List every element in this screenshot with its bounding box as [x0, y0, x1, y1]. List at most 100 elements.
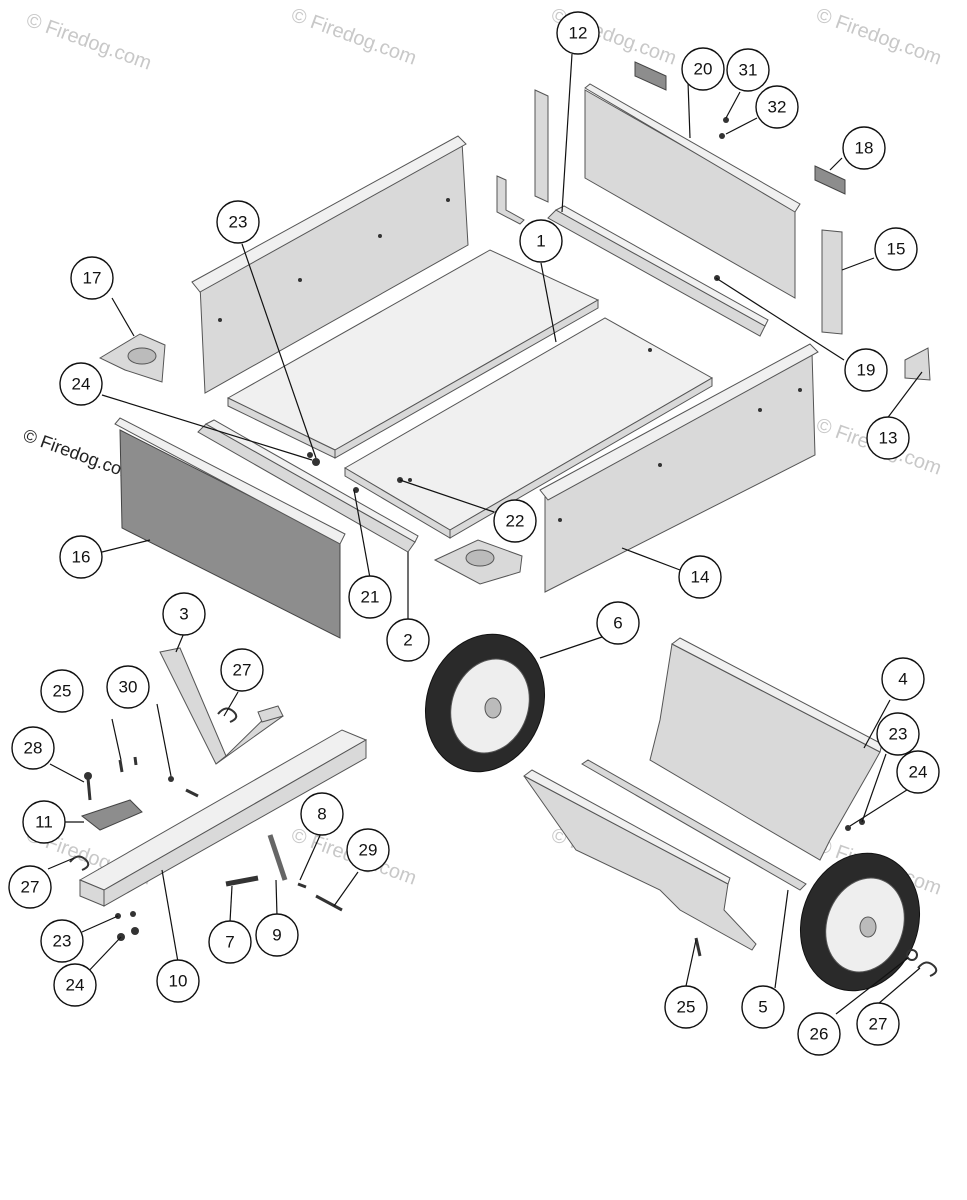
svg-text:7: 7: [225, 933, 234, 952]
svg-text:16: 16: [72, 548, 91, 567]
svg-text:1: 1: [536, 232, 545, 251]
watermark-4: © Firedog.com: [813, 4, 944, 70]
part-rear-panel: [584, 83, 801, 299]
part-left-side-panel: [191, 135, 469, 394]
svg-text:6: 6: [613, 614, 622, 633]
svg-text:27: 27: [21, 878, 40, 897]
part-tongue: [78, 729, 368, 907]
watermark-2: © Firedog.com: [288, 4, 419, 70]
svg-text:26: 26: [810, 1025, 829, 1044]
svg-text:5: 5: [758, 998, 767, 1017]
svg-text:3: 3: [179, 605, 188, 624]
callout-16: 16: [59, 535, 103, 579]
callouts: 1 2 3 4 5 6 7 8 9 10 11 12 13 14 15 16 1…: [8, 11, 940, 1056]
callout-27-left: 27: [8, 865, 52, 909]
part-handle: [159, 647, 284, 765]
callout-1: 1: [519, 219, 563, 263]
svg-text:20: 20: [694, 60, 713, 79]
callout-14: 14: [678, 555, 722, 599]
part-corner-caps: [98, 333, 523, 585]
callout-21: 21: [348, 575, 392, 619]
callout-19: 19: [844, 348, 888, 392]
callout-2: 2: [386, 618, 430, 662]
callout-13: 13: [866, 416, 910, 460]
svg-text:32: 32: [768, 98, 787, 117]
callout-4: 4: [881, 657, 925, 701]
part-front-panel: [114, 417, 346, 639]
part-right-side-panel: [539, 343, 819, 593]
callout-8: 8: [300, 792, 344, 836]
callout-3: 3: [162, 592, 206, 636]
callout-5: 5: [741, 985, 785, 1029]
callout-23-left: 23: [40, 919, 84, 963]
callout-24-left: 24: [53, 963, 97, 1007]
svg-text:24: 24: [909, 763, 928, 782]
callout-31: 31: [726, 48, 770, 92]
part-wheel-right: [799, 852, 921, 992]
svg-text:10: 10: [169, 972, 188, 991]
svg-text:27: 27: [233, 661, 252, 680]
watermark-1: © Firedog.com: [23, 9, 154, 75]
svg-text:21: 21: [361, 588, 380, 607]
part-brackets: [496, 61, 931, 381]
svg-text:23: 23: [889, 725, 908, 744]
svg-text:24: 24: [72, 375, 91, 394]
callout-11: 11: [22, 800, 66, 844]
callout-7: 7: [208, 920, 252, 964]
svg-text:31: 31: [739, 61, 758, 80]
svg-text:14: 14: [691, 568, 710, 587]
callout-22: 22: [493, 499, 537, 543]
callout-29: 29: [346, 828, 390, 872]
svg-text:19: 19: [857, 361, 876, 380]
callout-15: 15: [874, 227, 918, 271]
callout-27-handle: 27: [220, 648, 264, 692]
leader-lines: [47, 53, 923, 1015]
svg-text:4: 4: [898, 670, 907, 689]
svg-text:24: 24: [66, 976, 85, 995]
svg-text:11: 11: [35, 813, 53, 832]
svg-text:25: 25: [677, 998, 696, 1017]
svg-text:17: 17: [83, 269, 102, 288]
svg-text:30: 30: [119, 678, 138, 697]
callout-32: 32: [755, 85, 799, 129]
callout-23-right: 23: [876, 712, 920, 756]
part-axle: [581, 759, 807, 891]
svg-text:23: 23: [53, 932, 72, 951]
callout-23-top: 23: [216, 200, 260, 244]
svg-text:8: 8: [317, 805, 326, 824]
callout-12: 12: [556, 11, 600, 55]
callout-18: 18: [842, 126, 886, 170]
callout-9: 9: [255, 913, 299, 957]
part-wheel-left: [424, 633, 546, 773]
svg-text:13: 13: [879, 429, 898, 448]
svg-text:28: 28: [24, 739, 43, 758]
part-floor-panel-front: [344, 317, 714, 539]
part-cross-member-left: [197, 419, 419, 553]
callout-28: 28: [11, 726, 55, 770]
callout-24-right: 24: [896, 750, 940, 794]
svg-text:23: 23: [229, 213, 248, 232]
callout-27-right: 27: [856, 1002, 900, 1046]
callout-24-top: 24: [59, 362, 103, 406]
svg-text:18: 18: [855, 139, 874, 158]
callout-25-right: 25: [664, 985, 708, 1029]
svg-text:12: 12: [569, 24, 588, 43]
svg-text:2: 2: [403, 631, 412, 650]
svg-text:9: 9: [272, 926, 281, 945]
callout-26: 26: [797, 1012, 841, 1056]
svg-text:27: 27: [869, 1015, 888, 1034]
part-floor-panel-back: [226, 249, 600, 459]
svg-text:22: 22: [506, 512, 525, 531]
svg-text:15: 15: [887, 240, 906, 259]
part-hitch-bracket: [80, 799, 143, 831]
svg-text:29: 29: [359, 841, 378, 860]
part-axle-bracket-front: [523, 769, 757, 951]
callout-25-left: 25: [40, 669, 84, 713]
parts: [69, 61, 938, 992]
callout-20: 20: [681, 47, 725, 91]
svg-text:25: 25: [53, 682, 72, 701]
callout-10: 10: [156, 959, 200, 1003]
callout-17: 17: [70, 256, 114, 300]
callout-6: 6: [596, 601, 640, 645]
